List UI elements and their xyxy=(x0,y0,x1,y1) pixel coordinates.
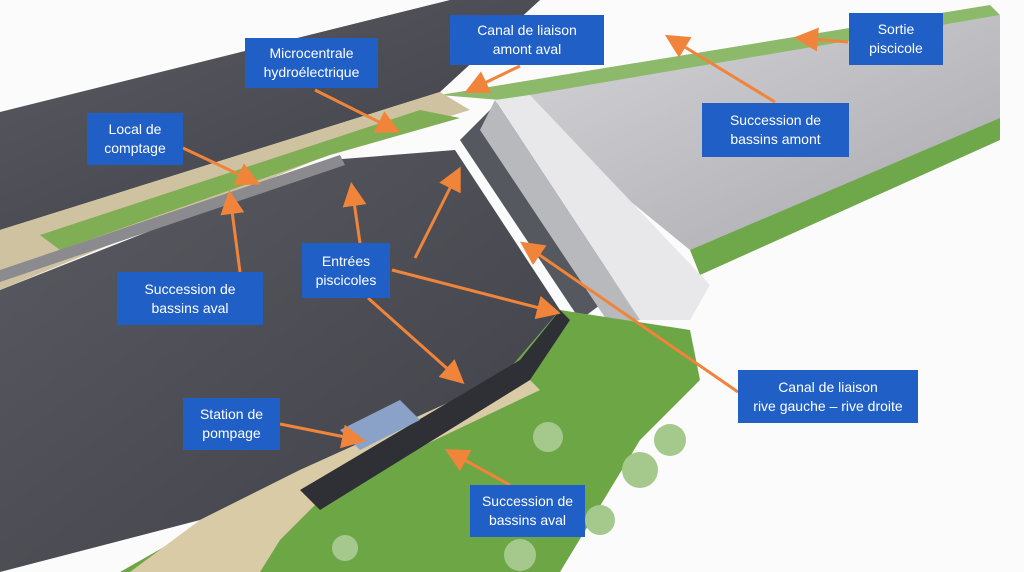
road xyxy=(0,155,345,282)
label-bassins-aval-bottom: Succession de bassins aval xyxy=(470,485,585,537)
arrow-station xyxy=(279,422,366,449)
label-bassins-aval-left: Succession de bassins aval xyxy=(117,272,263,325)
label-line: rive gauche – rive droite xyxy=(753,397,903,414)
label-microcentrale: Microcentrale hydroélectrique xyxy=(245,38,378,88)
label-line: Canal de liaison xyxy=(778,378,878,395)
label-canal-rive: Canal de liaison rive gauche – rive droit… xyxy=(738,370,918,423)
label-line: Succession de xyxy=(144,280,236,297)
downstream-water-top xyxy=(0,0,540,230)
arrow-entrees-2 xyxy=(413,166,461,259)
label-bassins-amont: Succession de bassins amont xyxy=(702,103,849,157)
label-canal-amont-aval: Canal de liaison amont aval xyxy=(450,15,604,65)
upstream-bank xyxy=(690,118,1000,275)
label-sortie-piscicole: Sortie piscicole xyxy=(849,13,943,65)
arrow-bassins-aval-bottom xyxy=(444,449,511,487)
trees xyxy=(332,422,686,571)
fish-channel xyxy=(300,310,570,510)
arrow-microcentrale xyxy=(314,88,401,133)
arrow-canal-amont xyxy=(464,64,521,94)
label-entrees-piscicoles: Entrées piscicoles xyxy=(302,243,390,298)
label-station-pompage: Station de pompage xyxy=(183,398,280,450)
label-line: Canal de liaison xyxy=(477,22,577,38)
label-line: Entrées xyxy=(321,252,371,269)
arrow-entrees-3 xyxy=(391,268,561,320)
label-line: comptage xyxy=(104,140,166,156)
arrow-entrees-4 xyxy=(367,296,465,384)
label-line: Local de xyxy=(108,121,162,137)
label-line: pompage xyxy=(202,425,261,441)
arrow-canal-rive xyxy=(520,241,739,394)
label-line: Microcentrale xyxy=(269,45,354,61)
label-line: piscicoles xyxy=(315,271,377,288)
power-building-side xyxy=(480,100,640,325)
arrow-sortie xyxy=(794,27,849,52)
label-line: piscicole xyxy=(869,40,923,56)
label-local-comptage: Local de comptage xyxy=(87,113,183,165)
label-line: bassins aval xyxy=(151,299,229,316)
arrow-bassins-amont xyxy=(664,34,776,104)
arrow-entrees-1 xyxy=(342,182,367,244)
label-line: bassins aval xyxy=(488,512,567,528)
arrow-bassins-aval-left xyxy=(220,190,245,273)
label-line: Sortie xyxy=(877,21,915,37)
label-line: Succession de xyxy=(481,493,574,509)
label-line: amont aval xyxy=(492,41,562,57)
label-line: hydroélectrique xyxy=(263,64,360,80)
label-line: bassins amont xyxy=(730,131,821,147)
arrow-local xyxy=(182,146,261,186)
downstream-water xyxy=(0,150,560,572)
label-line: Station de xyxy=(199,406,264,422)
power-building xyxy=(495,95,710,320)
label-line: Succession de xyxy=(729,112,822,128)
